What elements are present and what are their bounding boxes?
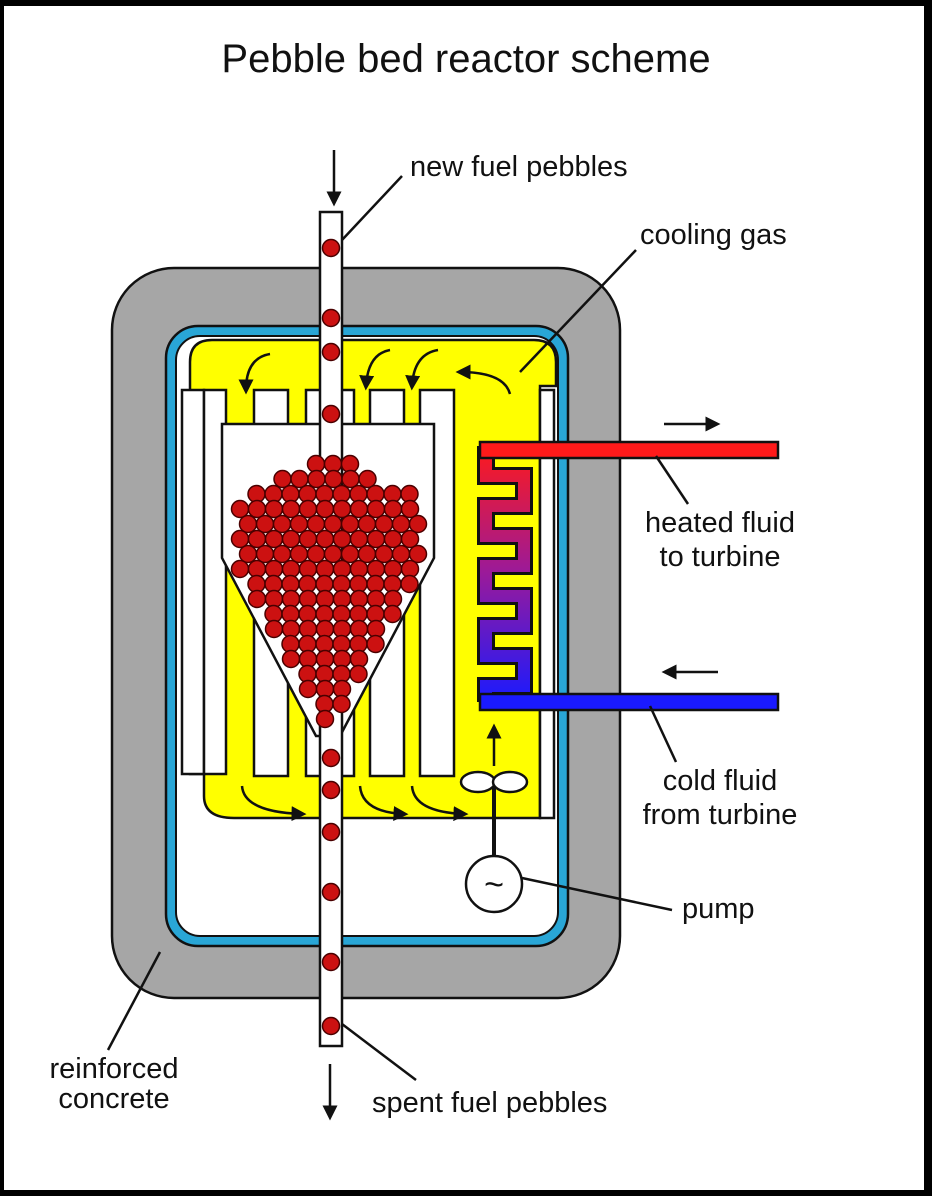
fuel-pebble — [281, 499, 301, 519]
fuel-pebble — [408, 514, 428, 534]
fuel-pebble — [272, 544, 292, 564]
label-pump: pump — [682, 893, 755, 925]
fuel-pebble — [264, 619, 284, 639]
label-cold-from-turbine: from turbine — [643, 799, 798, 831]
fuel-pebble — [366, 634, 385, 654]
fuel-pebble — [357, 544, 377, 564]
fuel-pebble — [247, 499, 267, 519]
fuel-pebble — [400, 499, 420, 519]
diagram-canvas: Pebble bed reactor scheme — [4, 6, 924, 1190]
fuel-pebble — [321, 882, 341, 902]
fuel-pebble — [321, 308, 341, 328]
fuel-pebble — [349, 664, 368, 684]
fuel-pebble — [255, 514, 275, 534]
fuel-pebble — [238, 514, 258, 534]
fuel-pebble — [321, 404, 341, 424]
fuel-pebble — [366, 499, 386, 519]
fuel-pebble — [230, 529, 250, 549]
fuel-pebble — [321, 238, 341, 258]
fuel-pebble — [281, 649, 301, 669]
fuel-pebbles — [230, 238, 428, 1036]
fuel-pebble — [332, 499, 352, 519]
cold-pipe — [478, 692, 780, 712]
fuel-pebble — [324, 469, 343, 489]
fuel-pebble — [247, 529, 267, 549]
pump-motor — [464, 854, 524, 914]
fuel-pebble — [349, 529, 369, 549]
fuel-pebble — [340, 544, 360, 564]
fuel-pebble — [358, 469, 377, 489]
fuel-pebble — [408, 544, 428, 564]
fuel-pebble — [298, 529, 318, 549]
fuel-pebble — [298, 679, 318, 699]
fuel-pebble — [321, 342, 341, 362]
diagram-title: Pebble bed reactor scheme — [221, 37, 710, 81]
fuel-pebble — [315, 499, 335, 519]
label-reinforced: reinforced — [50, 1053, 179, 1085]
pump-symbol: ~ — [484, 866, 504, 904]
fuel-pebble — [366, 529, 386, 549]
label-cold-fluid: cold fluid — [663, 765, 777, 797]
fuel-pebble — [255, 544, 275, 564]
fuel-pebble — [383, 499, 403, 519]
label-heated-fluid: heated fluid — [645, 507, 795, 539]
fuel-pebble — [264, 499, 284, 519]
fuel-pebble — [323, 514, 343, 534]
fuel-pebble — [374, 544, 394, 564]
flow-arrows — [238, 150, 721, 1121]
fuel-pebble — [290, 469, 309, 489]
fuel-pebble — [341, 469, 360, 489]
label-spent-fuel: spent fuel pebbles — [372, 1087, 607, 1119]
pump-impeller — [459, 770, 497, 794]
fuel-pebble — [321, 748, 341, 768]
fuel-pebble — [230, 499, 250, 519]
fuel-pebble — [321, 952, 341, 972]
fuel-pebble — [323, 544, 343, 564]
fuel-pebble — [272, 514, 292, 534]
fuel-pebble — [321, 1016, 341, 1036]
fuel-pebble — [349, 499, 369, 519]
label-cooling-gas: cooling gas — [640, 219, 787, 251]
fuel-pebble — [273, 469, 292, 489]
fuel-pebble — [332, 529, 352, 549]
fuel-pebble — [321, 780, 341, 800]
fuel-pebble — [357, 514, 377, 534]
fuel-pebble — [383, 604, 402, 624]
fuel-pebble — [247, 589, 267, 609]
fuel-pebble — [383, 529, 403, 549]
fuel-pebble — [400, 574, 419, 594]
fuel-pebble — [306, 514, 326, 534]
fuel-pebble — [289, 544, 309, 564]
fuel-pebble — [298, 499, 318, 519]
fuel-pebble — [315, 709, 335, 729]
fuel-pebble — [238, 544, 258, 564]
fuel-pebble — [230, 559, 250, 579]
fuel-pebble — [306, 544, 326, 564]
fuel-pebble — [391, 544, 411, 564]
fuel-pebble — [315, 529, 335, 549]
label-heated-to-turbine: to turbine — [660, 541, 781, 573]
fuel-pebble — [281, 529, 301, 549]
fuel-pebble — [289, 514, 309, 534]
label-new-fuel: new fuel pebbles — [410, 151, 628, 183]
fuel-pebble — [340, 514, 360, 534]
reactor-diagram: Pebble bed reactor scheme — [50, 37, 798, 1121]
fuel-pebble — [307, 469, 326, 489]
hot-pipe — [478, 440, 780, 460]
fuel-pebble — [391, 514, 411, 534]
label-concrete: concrete — [58, 1083, 169, 1115]
heat-exchanger — [477, 446, 533, 702]
pump: ~ — [459, 770, 529, 914]
labels: new fuel pebbles cooling gas heated flui… — [50, 151, 798, 1119]
leader-lines — [106, 175, 690, 1081]
fuel-pebble — [374, 514, 394, 534]
fuel-pebble — [264, 529, 284, 549]
fuel-pebble — [400, 529, 420, 549]
fuel-pebble — [332, 694, 351, 714]
fuel-pebble — [321, 822, 341, 842]
